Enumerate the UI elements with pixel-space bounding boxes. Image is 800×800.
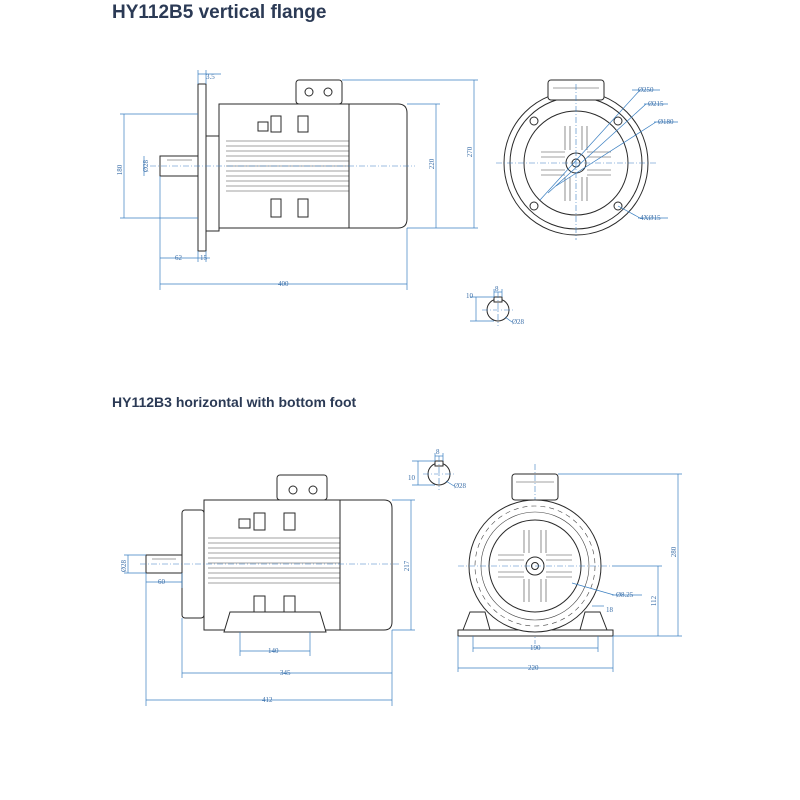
b3-lug: [238, 518, 251, 529]
b5-key-dia: Ø28: [512, 318, 525, 326]
b3-motor-body: [203, 499, 341, 631]
title-horizontal-foot: HY112B3 horizontal with bottom foot: [112, 394, 357, 410]
b5-dim-shaft-dia: Ø28: [142, 159, 150, 172]
b3-cooling-fins: [208, 537, 340, 584]
b3-dim-hole: Ø8.25: [616, 591, 634, 599]
b3-keyway-detail: 8 10 Ø28: [408, 448, 467, 490]
b3-key-width: 8: [436, 448, 440, 456]
b3-lug: [253, 595, 266, 613]
b5-bolt-hole: [529, 116, 539, 126]
b3-dimensions: Ø28 60 217 140 345 412: [120, 499, 415, 706]
b3-lug: [283, 595, 296, 613]
b5-lug: [297, 198, 309, 218]
b3-lug: [253, 512, 266, 531]
b3-dim-mid: 345: [280, 669, 291, 677]
b5-lug: [257, 121, 269, 132]
b3-key-dia: Ø28: [454, 482, 467, 490]
b5-bolt-hole: [529, 201, 539, 211]
b5-dim-height-2: 220: [428, 158, 436, 169]
b5-terminal-box: [295, 79, 343, 105]
b3-dim-190: 190: [530, 644, 541, 652]
b3-front-fins: [498, 530, 572, 602]
b3-terminal-hole: [308, 485, 318, 495]
b5-dim-flange-thk: 3.5: [206, 73, 215, 81]
b5-key-width: 8: [495, 285, 499, 293]
b3-dim-shaft-len: 60: [158, 578, 166, 586]
b3-key-depth: 10: [408, 474, 416, 482]
b3-foot: [223, 611, 327, 633]
b5-flange-plate: [197, 83, 207, 252]
b3-front-foot-right: [579, 611, 608, 631]
b5-lug: [297, 115, 309, 133]
b3-dim-front-height: 280: [670, 546, 678, 557]
b5-lug: [270, 115, 282, 133]
b3-dim-220: 220: [528, 664, 539, 672]
b5-dimensions: 3.5 180 Ø28 220 270 62 15 400: [116, 70, 478, 290]
b5-keyway-detail: 8 10 Ø28: [466, 285, 525, 326]
b3-dim-axis: 112: [650, 595, 658, 606]
b3-dim-height: 217: [403, 560, 411, 571]
b3-side-view: Ø28 60 217 140 345 412: [120, 474, 415, 706]
b3-lug: [283, 512, 296, 531]
b5-flange-spigot: [205, 135, 220, 232]
b5-dim-spigot: 15: [200, 254, 208, 262]
b5-bolt-hole: [613, 116, 623, 126]
b5-bolt-hole: [613, 201, 623, 211]
b5-front-fins: [541, 126, 611, 201]
b3-front-foot-left: [462, 611, 491, 631]
b5-dim-height-3: 270: [466, 146, 474, 157]
b5-dim-height-1: 180: [116, 164, 124, 175]
b5-dim-250: Ø250: [638, 86, 654, 94]
b5-dim-215: Ø215: [648, 100, 664, 108]
b5-dim-length: 400: [278, 280, 289, 288]
b5-dim-180: Ø180: [658, 118, 674, 126]
b5-dim-holes: 4XØ15: [640, 214, 661, 222]
b5-key-depth: 10: [466, 292, 474, 300]
title-vertical-flange: HY112B5 vertical flange: [112, 2, 327, 23]
b3-dim-foot: 140: [268, 647, 279, 655]
b3-dim-foot-width: 18: [606, 606, 614, 614]
b3-dim-shaft-dia: Ø28: [120, 559, 128, 572]
b5-front-dimensions: Ø250 Ø215 Ø180 4XØ15: [539, 86, 678, 222]
b3-terminal-hole: [288, 485, 298, 495]
b3-terminal-box: [276, 474, 328, 501]
b5-dim-shaft-len: 62: [175, 254, 183, 262]
b5-side-view: 3.5 180 Ø28 220 270 62 15 400: [116, 70, 478, 290]
b3-front-view: 280 112 Ø8.25 18 190 220: [457, 464, 682, 672]
b3-front-dimensions: 280 112 Ø8.25 18 190 220: [457, 473, 682, 672]
b3-fan-cover: [339, 499, 393, 631]
b3-dim-total: 412: [262, 696, 273, 704]
b5-front-view: Ø250 Ø215 Ø180 4XØ15: [496, 79, 678, 240]
b5-terminal-hole: [323, 87, 333, 97]
b5-lug: [270, 198, 282, 218]
b5-terminal-hole: [304, 87, 314, 97]
